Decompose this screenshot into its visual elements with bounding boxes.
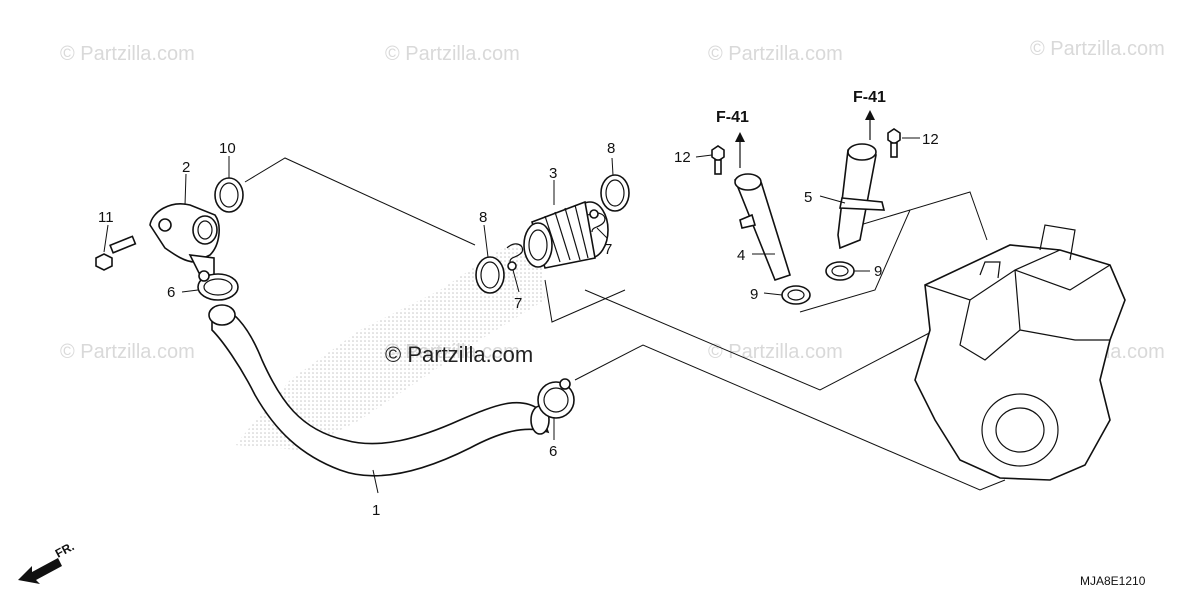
callout-8a: 8 — [479, 209, 487, 226]
callout-7b: 7 — [604, 241, 612, 258]
callout-6a: 6 — [167, 284, 175, 301]
watermark: © Partzilla.com — [385, 43, 520, 65]
watermark: © Partzilla.com — [708, 341, 843, 363]
water-pipe-a — [734, 173, 791, 281]
callout-11: 11 — [98, 209, 114, 226]
callout-5: 5 — [804, 189, 812, 206]
callout-3: 3 — [549, 165, 557, 182]
clip-a — [506, 243, 524, 271]
o-ring-b-inner — [605, 179, 625, 207]
f41-arrow-b — [865, 110, 875, 140]
engine-block — [914, 224, 1126, 481]
hose-clamp-a — [197, 270, 239, 301]
hose-clamp-b — [537, 378, 575, 419]
background-logo — [235, 235, 545, 450]
watermark: © Partzilla.com — [60, 43, 195, 65]
f41-arrow-a — [735, 132, 745, 168]
front-direction-arrow-icon: FR. — [18, 539, 76, 584]
watermark: © Partzilla.com — [1030, 38, 1165, 60]
o-ring-a-inner — [480, 261, 500, 289]
coolant-hose — [208, 304, 550, 477]
callout-2: 2 — [182, 159, 190, 176]
water-outlet-elbow — [149, 203, 220, 276]
reference-f41-b: F-41 — [853, 89, 886, 106]
water-pipe-b — [837, 143, 886, 250]
bolt-11 — [95, 235, 137, 271]
callout-leaders — [103, 137, 920, 494]
o-ring-c-inner — [787, 289, 805, 301]
callout-6b: 6 — [549, 443, 557, 460]
bolt-12b — [887, 128, 901, 158]
rubber-boot — [523, 200, 609, 269]
watermark: © Partzilla.com — [60, 341, 195, 363]
callout-7a: 7 — [514, 295, 522, 312]
callout-12b: 12 — [922, 131, 939, 148]
o-ring-e-inner — [219, 182, 239, 208]
callout-9b: 9 — [874, 263, 882, 280]
o-ring-d — [825, 261, 855, 281]
watermark: © Partzilla.com — [708, 43, 843, 65]
reference-f41-a: F-41 — [716, 109, 749, 126]
o-ring-c — [781, 285, 811, 305]
leader-lines — [244, 157, 1006, 491]
callout-4: 4 — [737, 247, 745, 264]
bolt-12a — [711, 145, 725, 175]
clip-b — [587, 209, 606, 233]
direction-label: FR. — [53, 539, 77, 560]
callout-9a: 9 — [750, 286, 758, 303]
callout-8b: 8 — [607, 140, 615, 157]
callout-10: 10 — [219, 140, 236, 157]
callout-1: 1 — [372, 502, 380, 519]
center-watermark: © Partzilla.com — [385, 342, 533, 367]
callout-12a: 12 — [674, 149, 691, 166]
o-ring-d-inner — [831, 265, 849, 277]
diagram-code: MJA8E1210 — [1080, 574, 1146, 588]
